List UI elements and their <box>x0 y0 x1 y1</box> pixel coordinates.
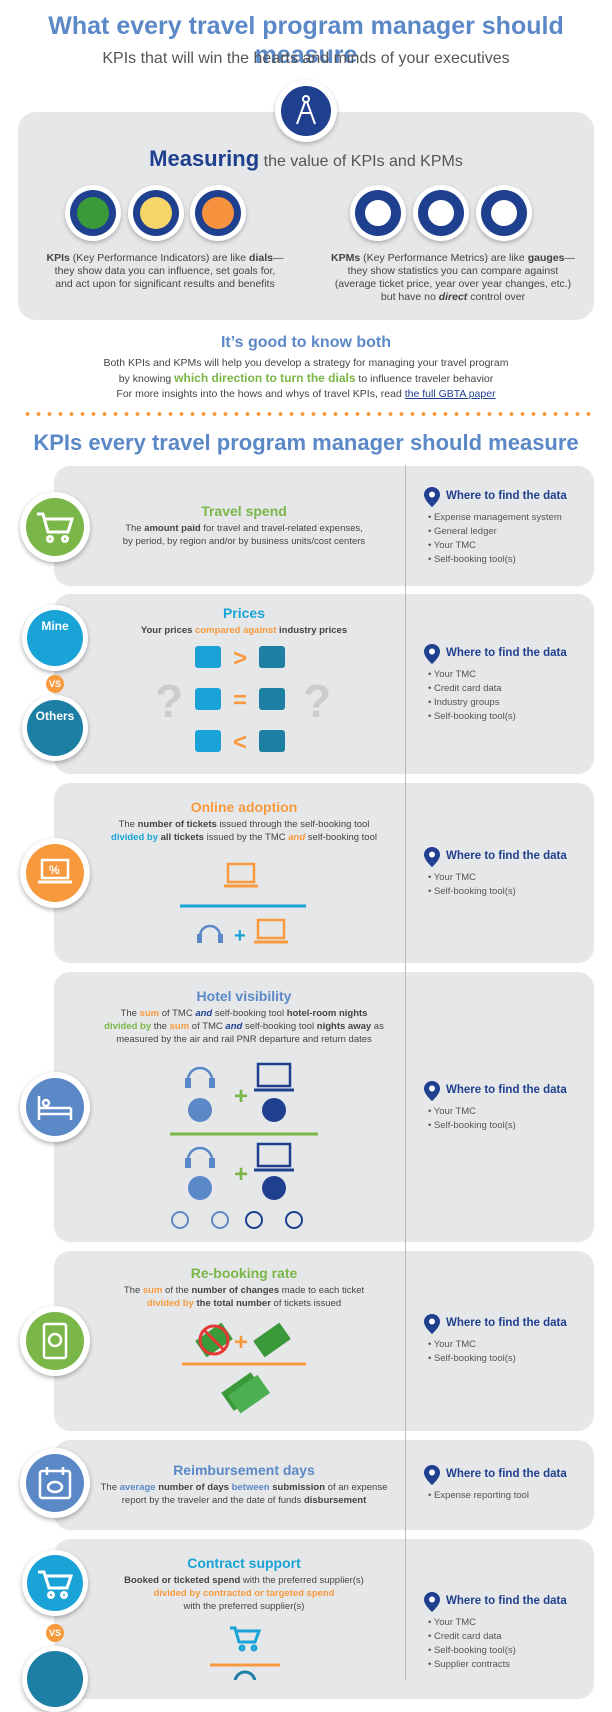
card-description: The sum of TMC and self-booking tool hot… <box>104 1008 384 1045</box>
svg-text:+: + <box>234 1083 248 1110</box>
source-list: Your TMCCredit card dataIndustry groupsS… <box>428 668 516 724</box>
online-adoption-formula-icon: + <box>180 862 306 947</box>
where-to-find-label: Where to find the data <box>446 1084 567 1096</box>
card-description: The amount paid for travel and travel-re… <box>122 523 366 547</box>
where-to-find-label: Where to find the data <box>446 1595 567 1607</box>
location-pin-icon <box>424 847 440 867</box>
price-comparison-icon: > = < ?? <box>155 645 331 756</box>
others-badge: Others <box>22 695 88 761</box>
good-to-know-text: Both KPIs and KPMs will help you develop… <box>103 357 509 400</box>
svg-text:<: < <box>233 729 247 756</box>
svg-text:%: % <box>49 863 60 877</box>
location-pin-icon <box>424 487 440 507</box>
where-to-find-label: Where to find the data <box>446 647 567 659</box>
kpi-section-title: KPIs every travel program manager should… <box>33 430 579 455</box>
gbta-paper-link[interactable]: the full GBTA paper <box>404 388 496 400</box>
hotel-bed-icon <box>20 1072 90 1142</box>
gauge-yellow-icon <box>413 185 469 241</box>
card-title: Online adoption <box>190 799 298 815</box>
calendar-piggybank-icon <box>20 1448 90 1518</box>
cart-check-icon <box>22 1550 88 1616</box>
contract-formula-icon <box>210 1626 280 1680</box>
page-title: What every travel program manager should… <box>48 12 564 69</box>
shopping-cart-icon <box>20 492 90 562</box>
source-list: Expense reporting tool <box>428 1489 529 1503</box>
gauge-green-icon <box>350 185 406 241</box>
dial-orange-icon <box>190 185 246 241</box>
rebooking-formula-icon: + <box>182 1322 306 1414</box>
rebooking-ticket-icon <box>20 1306 90 1376</box>
card-title: Prices <box>222 605 266 621</box>
location-pin-icon <box>424 1081 440 1101</box>
good-to-know-title: It’s good to know both <box>220 334 392 351</box>
source-list: Your TMCSelf-booking tool(s) <box>428 1338 516 1366</box>
measuring-heading: Measuring the value of KPIs and KPMs <box>149 146 463 171</box>
svg-text:+: + <box>234 925 246 947</box>
svg-text:+: + <box>234 1161 248 1188</box>
vs-badge: VS <box>46 675 64 693</box>
location-pin-icon <box>424 644 440 664</box>
where-to-find-label: Where to find the data <box>446 850 567 862</box>
card-title: Reimbursement days <box>173 1462 315 1478</box>
svg-text:+: + <box>234 1329 248 1356</box>
page-subtitle: KPIs that will win the hearts and minds … <box>102 50 510 67</box>
kpi-description: KPIs (Key Performance Indicators) are li… <box>46 252 284 290</box>
svg-text:?: ? <box>303 675 331 727</box>
location-pin-icon <box>424 1314 440 1334</box>
column-divider <box>405 465 406 1680</box>
dial-green-icon <box>65 185 121 241</box>
gauge-red-icon <box>476 185 532 241</box>
card-description: The number of tickets issued through the… <box>111 819 377 843</box>
source-list: Your TMCSelf-booking tool(s) <box>428 871 516 899</box>
source-list: Expense management systemGeneral ledgerY… <box>428 511 562 567</box>
laptop-percent-icon: % <box>20 838 90 908</box>
dial-yellow-icon <box>128 185 184 241</box>
card-description: The sum of the number of changes made to… <box>123 1285 365 1309</box>
vs-badge: VS <box>46 1624 64 1642</box>
location-pin-icon <box>424 1465 440 1485</box>
card-title: Re-booking rate <box>190 1265 298 1281</box>
kpm-description: KPMs (Key Performance Metrics) are like … <box>331 252 575 303</box>
svg-text:?: ? <box>155 675 183 727</box>
card-description: Your prices compared against industry pr… <box>140 625 348 636</box>
hotel-visibility-formula-icon: + + <box>170 1062 318 1229</box>
where-to-find-label: Where to find the data <box>446 490 567 502</box>
where-to-find-label: Where to find the data <box>446 1468 567 1480</box>
svg-text:=: = <box>233 687 247 714</box>
card-title: Contract support <box>187 1555 301 1571</box>
card-title: Travel spend <box>201 503 287 519</box>
compass-icon <box>275 80 337 142</box>
card-title: Hotel visibility <box>196 988 292 1004</box>
location-pin-icon <box>424 1592 440 1612</box>
svg-text:>: > <box>233 645 247 672</box>
card-description: The average number of days between submi… <box>100 1482 388 1506</box>
dotted-divider <box>22 412 592 416</box>
source-list: Your TMCCredit card dataSelf-booking too… <box>428 1616 516 1672</box>
source-list: Your TMCSelf-booking tool(s) <box>428 1105 516 1133</box>
card-description: Booked or ticketed spend with the prefer… <box>124 1575 364 1612</box>
where-to-find-label: Where to find the data <box>446 1317 567 1329</box>
cart-icon <box>22 1646 88 1712</box>
mine-badge: Mine <box>22 605 88 671</box>
card-reimbursement-days <box>54 1440 594 1530</box>
